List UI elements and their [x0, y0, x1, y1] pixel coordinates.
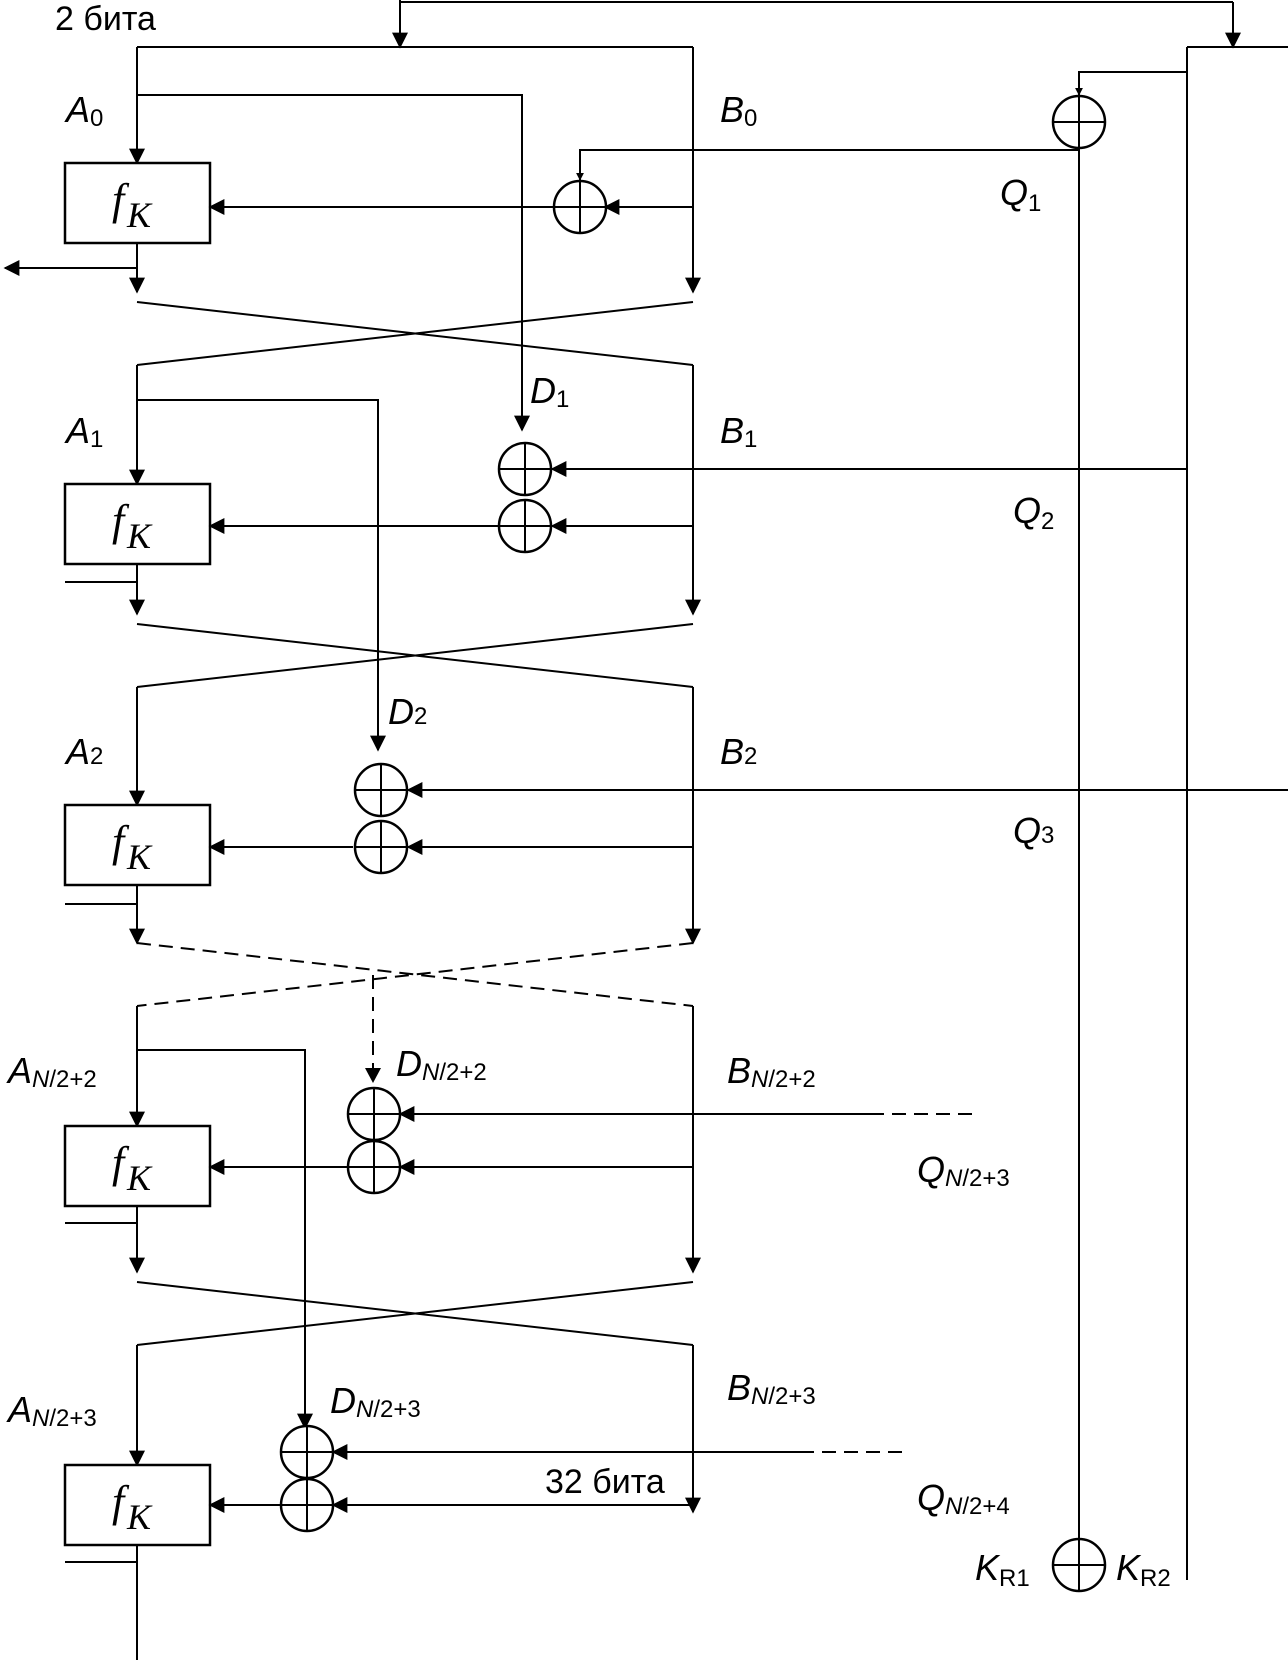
xor-round-1-key: [497, 441, 553, 497]
svg-text:K: K: [126, 195, 153, 235]
label-qn3: QN/2+3: [917, 1149, 1010, 1192]
round-n3: [63, 1345, 905, 1660]
label-kr2: KR2: [1116, 1547, 1171, 1592]
label-q2: Q2: [1013, 490, 1054, 535]
crossover-2: [136, 623, 694, 688]
xor-round-0: [552, 179, 608, 235]
svg-text:K: K: [126, 837, 153, 877]
label-an2: AN/2+2: [6, 1050, 97, 1093]
label-a2: A2: [64, 731, 103, 772]
svg-text:K: K: [126, 516, 153, 556]
label-a1: A1: [64, 410, 103, 453]
xor-round-1: [497, 498, 553, 554]
label-d1: D1: [530, 370, 569, 413]
round-n2: [63, 1006, 972, 1430]
key-bus: [1075, 46, 1288, 1580]
crossover-1: [136, 301, 694, 366]
xor-q1: [1051, 94, 1107, 150]
fk-box-n2: [63, 1124, 212, 1208]
svg-text:K: K: [126, 1497, 153, 1537]
round-0: [3, 47, 1079, 432]
label-qn4: QN/2+4: [917, 1477, 1010, 1520]
label-bn2: BN/2+2: [727, 1050, 816, 1093]
label-b0: B0: [720, 89, 757, 132]
round-2: [63, 687, 1288, 945]
fk-box-n3: [63, 1463, 212, 1547]
label-q3: Q3: [1013, 810, 1054, 851]
top-feed: [137, 0, 1241, 49]
crossover-4: [136, 1281, 694, 1346]
label-kr1: KR1: [975, 1547, 1030, 1592]
label-q1: Q1: [1000, 172, 1041, 217]
xor-kr: [1051, 1537, 1107, 1593]
svg-text:K: K: [126, 1158, 153, 1198]
xor-round-2-key: [353, 762, 409, 818]
crossover-3: [136, 942, 694, 1083]
label-d2: D2: [388, 691, 427, 732]
label-dn3: DN/2+3: [330, 1380, 421, 1423]
label-an3: AN/2+3: [6, 1389, 97, 1432]
label-bits-32: 32 бита: [545, 1463, 665, 1501]
xor-round-2: [353, 819, 409, 875]
xor-round-n3-key: [279, 1424, 335, 1480]
xor-round-n3: [279, 1477, 335, 1533]
label-b2: B2: [720, 731, 757, 772]
label-dn2: DN/2+2: [396, 1043, 487, 1086]
round-1: [63, 365, 1187, 752]
xor-round-n2-key: [346, 1086, 402, 1142]
label-bn3: BN/2+3: [727, 1367, 816, 1410]
fk-box-1: [63, 482, 212, 566]
xor-round-n2: [346, 1139, 402, 1195]
label-b1: B1: [720, 410, 757, 453]
label-bits-top: 2 бита: [55, 0, 156, 38]
label-a0: A0: [64, 89, 103, 132]
